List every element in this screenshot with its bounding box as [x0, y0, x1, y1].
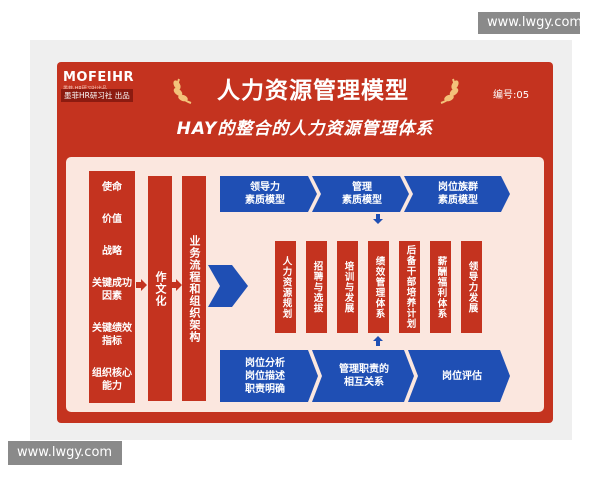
- logo-text: MOFEIHR: [63, 70, 134, 85]
- poster-title: 人力资源管理模型: [217, 78, 409, 104]
- arrow-right-icon: [172, 279, 182, 291]
- model-code: 编号:05: [493, 90, 530, 101]
- foundation-item: 组织核心 能力: [92, 368, 132, 393]
- culture-label: 作文化: [154, 270, 167, 307]
- bottom-tile-responsibility: 管理职责的 相互关系: [339, 364, 389, 388]
- middle-box: 绩效管理体系: [368, 241, 389, 333]
- laurel-left-icon: [173, 78, 192, 104]
- middle-box: 招聘与选拔: [306, 241, 327, 333]
- bottom-tile-job-analysis: 岗位分析 岗位描述 职责明确: [245, 357, 285, 395]
- culture-box: 作文化: [148, 176, 172, 401]
- middle-box: 人力资源规划: [275, 241, 296, 333]
- foundation-item: 使命: [102, 181, 122, 193]
- top-chevron-row: [220, 176, 510, 212]
- watermark-top: www.lwgy.com: [478, 12, 582, 34]
- middle-box: 后备干部培养计划: [399, 241, 420, 333]
- arrow-down-icon: [373, 214, 383, 224]
- watermark-bottom: www.lwgy.com: [8, 441, 122, 465]
- big-arrow-right-icon: [208, 265, 248, 307]
- foundation-list: 使命 价值 战略 关键成功 因素 关键绩效 指标 组织核心 能力: [89, 171, 135, 403]
- foundation-item: 战略: [102, 245, 122, 257]
- bottom-tile-job-evaluation: 岗位评估: [442, 370, 482, 382]
- foundation-item: 关键成功 因素: [92, 278, 132, 303]
- middle-box: 领导力发展: [461, 241, 482, 333]
- middle-box: 培训与发展: [337, 241, 358, 333]
- bottom-chevron-row: [220, 350, 510, 402]
- foundation-item: 价值: [102, 213, 122, 225]
- business-label: 业务流程和组织架构: [188, 234, 201, 343]
- foundation-item: 关键绩效 指标: [92, 323, 132, 348]
- middle-box: 薪酬福利体系: [430, 241, 451, 333]
- publisher-label: 墨菲HR研习社 出品: [61, 89, 133, 102]
- poster-subtitle: HAY的整合的人力资源管理体系: [176, 119, 434, 139]
- laurel-right-icon: [440, 78, 459, 104]
- arrow-up-icon: [373, 336, 383, 346]
- arrow-right-icon: [136, 279, 147, 291]
- top-tile-management: 管理 素质模型: [342, 182, 382, 206]
- top-tile-leadership: 领导力 素质模型: [245, 182, 285, 206]
- business-process-box: 业务流程和组织架构: [182, 176, 206, 401]
- top-tile-job-family: 岗位族群 素质模型: [438, 182, 478, 206]
